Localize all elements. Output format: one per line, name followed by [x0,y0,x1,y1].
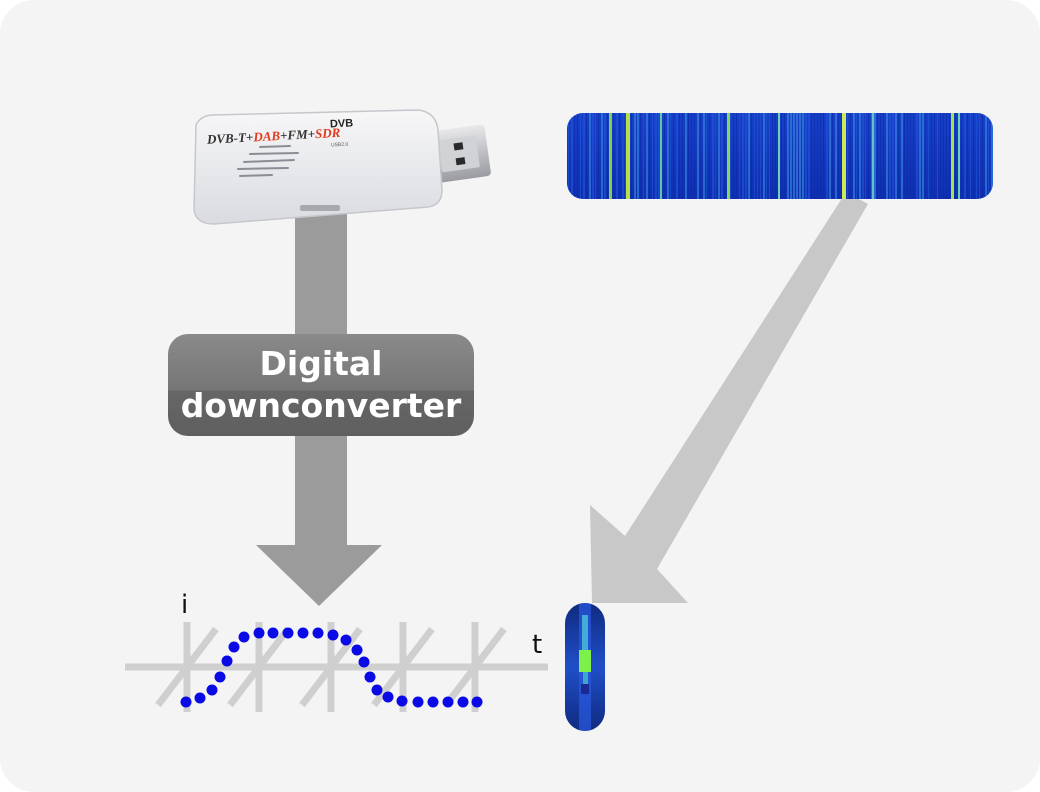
iq-sample-dot [206,684,218,696]
iq-sample-dot [194,692,206,704]
iq-sample-dot [221,655,233,667]
iq-sample-dot [457,696,469,708]
usb-label: USB2.0 [331,142,349,149]
iq-sample-dot [214,671,226,683]
iq-sample-dot [238,631,250,643]
iq-sample-dot [282,627,294,639]
iq-sample-dot [228,641,240,653]
iq-sample-dot [471,696,483,708]
dongle-brand-label: DVB-T+DAB+FM+SDR [206,125,341,147]
waterfall-spectrum [567,113,993,199]
iq-sample-dot [364,671,376,683]
iq-sample-dots [180,627,483,708]
iq-sample-dot [312,627,324,639]
dongle-stripes [237,145,299,177]
iq-sample-dot [382,691,394,703]
usb-plug [425,124,491,184]
iq-sample-dot [371,684,383,696]
iq-sample-dot [396,695,408,707]
dvb-logo: DVB [330,117,354,130]
iq-sample-dot [412,696,424,708]
i-axis-label: i [181,590,189,620]
iq-sample-dot [327,629,339,641]
iq-sample-dot [358,656,370,668]
iq-sample-dot [180,696,192,708]
iq-sample-dot [351,644,363,656]
iq-sample-dot [427,696,439,708]
t-axis-label: t [532,630,543,660]
sdr-dongle: DVB-T+DAB+FM+SDR DVB USB2.0 [193,109,491,225]
extract-arrow [590,192,868,603]
iq-sample-dot [340,634,352,646]
downconverter-box [168,334,474,436]
iq-sample-dot [297,627,309,639]
iq-sample-dot [442,696,454,708]
iq-sample-dot [267,627,279,639]
iq-sample-dot [253,627,265,639]
channel-waterfall-slice [565,603,605,731]
